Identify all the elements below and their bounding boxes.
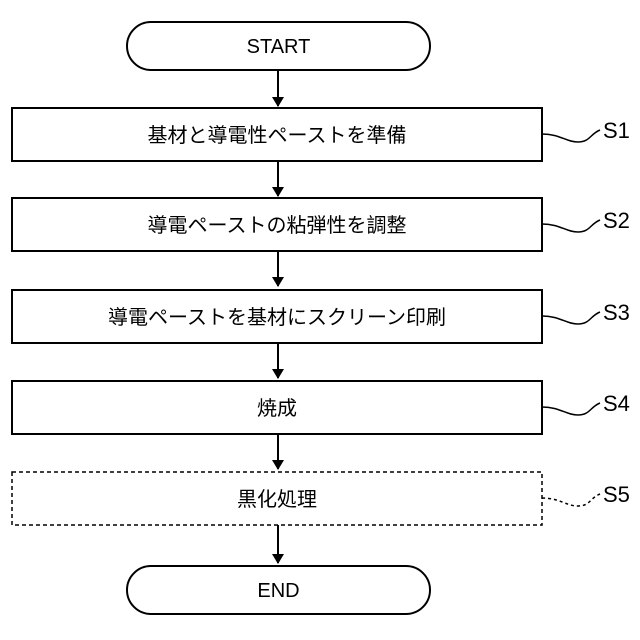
leader-s1 xyxy=(542,130,600,142)
leader-s4 xyxy=(542,403,600,415)
step-id-s3: S3 xyxy=(603,300,630,325)
step-label-s5: 黒化処理 xyxy=(237,487,317,511)
arrowhead-s2-s3 xyxy=(272,277,284,287)
leader-s5 xyxy=(542,494,600,506)
step-label-s2: 導電ペーストの粘弾性を調整 xyxy=(148,213,407,237)
step-box-s3: 導電ペーストを基材にスクリーン印刷 xyxy=(12,290,542,343)
step-label-s1: 基材と導電性ペーストを準備 xyxy=(148,123,407,147)
leader-s3 xyxy=(542,312,600,324)
step-box-s4: 焼成 xyxy=(12,381,542,434)
step-id-s1: S1 xyxy=(603,118,630,143)
arrowhead-s1-s2 xyxy=(272,187,284,197)
step-box-s2: 導電ペーストの粘弾性を調整 xyxy=(12,198,542,251)
step-id-s2: S2 xyxy=(603,208,630,233)
arrowhead-start-s1 xyxy=(272,97,284,107)
arrowhead-s3-s4 xyxy=(272,369,284,379)
leader-s2 xyxy=(542,220,600,232)
step-label-s4: 焼成 xyxy=(257,396,297,420)
step-id-s4: S4 xyxy=(603,391,630,416)
step-box-s1: 基材と導電性ペーストを準備 xyxy=(12,108,542,161)
start-terminal: START xyxy=(127,22,430,70)
start-label: START xyxy=(247,36,311,58)
end-label: END xyxy=(257,580,299,602)
step-id-s5: S5 xyxy=(603,482,630,507)
step-box-s5: 黒化処理 xyxy=(12,472,542,525)
arrowhead-s5-end xyxy=(272,554,284,564)
step-label-s3: 導電ペーストを基材にスクリーン印刷 xyxy=(108,305,446,329)
arrowhead-s4-s5 xyxy=(272,460,284,470)
end-terminal: END xyxy=(127,566,430,614)
